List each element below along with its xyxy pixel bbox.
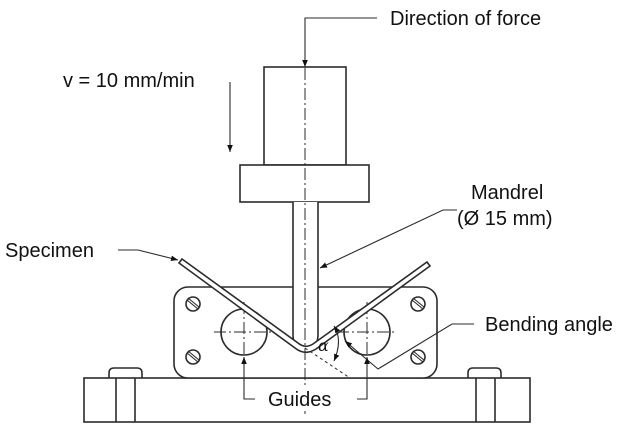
alpha-label: α: [318, 336, 329, 355]
guides-callout: Guides: [241, 357, 370, 411]
direction-of-force-label: Direction of force: [390, 8, 541, 30]
screws: [185, 296, 426, 365]
specimen: [177, 257, 432, 354]
specimen-callout: Specimen: [5, 240, 179, 262]
direction-of-force-callout: Direction of force: [302, 8, 541, 67]
speed-label: v = 10 mm/min: [63, 70, 195, 92]
screw-icon: [410, 349, 426, 365]
screw-icon: [185, 349, 201, 365]
screw-icon: [185, 296, 201, 312]
speed-callout: v = 10 mm/min: [63, 70, 233, 152]
bending-angle-callout: Bending angle: [344, 314, 613, 370]
mandrel-callout: Mandrel (Ø 15 mm): [319, 182, 553, 269]
mandrel-diameter-label: (Ø 15 mm): [457, 208, 553, 230]
base-clamp-right: [467, 367, 502, 378]
guides-label: Guides: [268, 389, 331, 411]
bending-angle-label: Bending angle: [485, 314, 613, 336]
bending-angle-indicator: α: [304, 325, 351, 379]
mandrel-label: Mandrel: [471, 182, 543, 204]
screw-icon: [410, 296, 426, 312]
base-clamp-left: [108, 367, 143, 378]
specimen-label: Specimen: [5, 240, 94, 262]
